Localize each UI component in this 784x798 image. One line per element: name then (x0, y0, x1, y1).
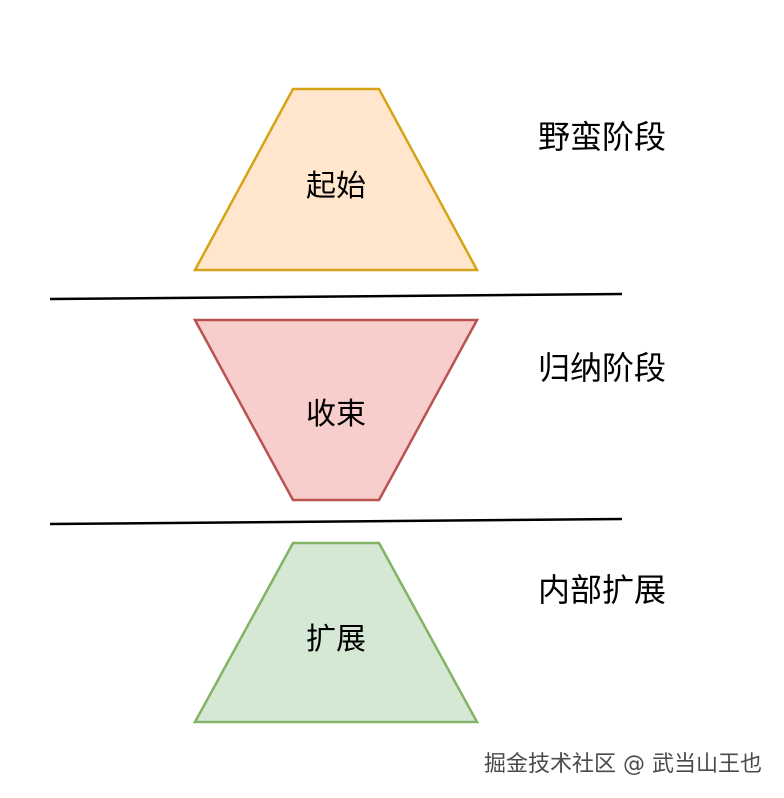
start-trapezoid (192, 87, 480, 272)
expand-trapezoid-label: 扩展 (306, 622, 366, 657)
start-trapezoid-label: 起始 (306, 169, 366, 204)
stage-label-2: 归纳阶段 (538, 349, 667, 387)
watermark: 掘金技术社区 @ 武当山王也 (484, 752, 762, 777)
divider-line-1 (49, 292, 623, 301)
converge-trapezoid-label: 收束 (306, 397, 366, 432)
converge-trapezoid (192, 318, 480, 502)
divider-line-2 (49, 517, 623, 526)
stage-label-3: 内部扩展 (538, 571, 667, 609)
expand-trapezoid (192, 541, 480, 724)
stage-label-1: 野蛮阶段 (538, 118, 667, 156)
